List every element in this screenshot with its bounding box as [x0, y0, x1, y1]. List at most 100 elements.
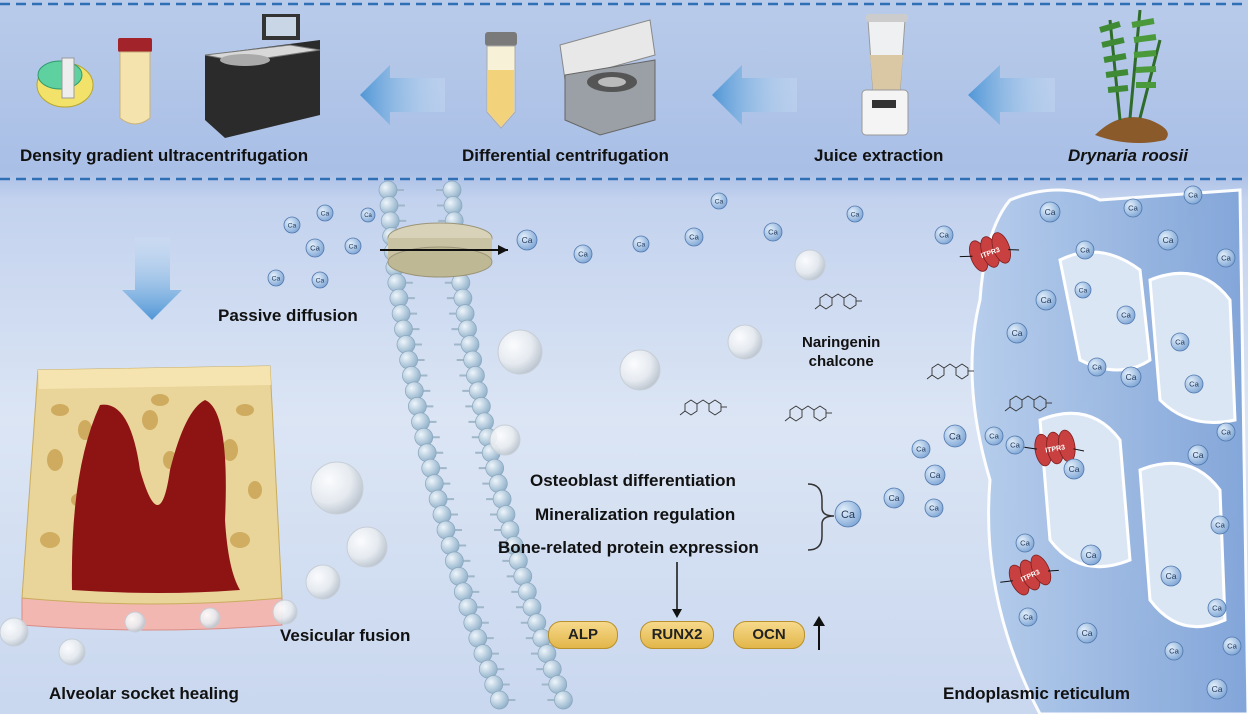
step-juice: Juice extraction — [814, 146, 944, 165]
svg-text:Ca: Ca — [637, 241, 646, 248]
calcium-ion: Ca — [1206, 678, 1228, 700]
naringenin-molecules — [679, 293, 1052, 422]
calcium-ion: Ca — [1063, 458, 1085, 480]
lipid-head — [408, 397, 427, 416]
lipid-head — [466, 366, 485, 385]
er-label: Endoplasmic reticulum — [943, 684, 1131, 703]
svg-text:Ca: Ca — [1010, 441, 1021, 450]
svg-text:Ca: Ca — [321, 210, 330, 217]
calcium-ion: Ca — [1216, 422, 1236, 442]
arrow-down — [122, 237, 182, 320]
calcium-ion: Ca — [360, 207, 376, 223]
svg-text:Ca: Ca — [1020, 539, 1031, 548]
alveolar-socket — [21, 365, 283, 631]
vesicle-group — [0, 249, 826, 666]
svg-text:Ca: Ca — [288, 222, 297, 229]
calcium-ion: Ca — [1120, 366, 1142, 388]
svg-text:Ca: Ca — [1012, 328, 1023, 338]
lipid-head — [391, 304, 411, 323]
vesicle — [199, 607, 221, 629]
calcium-ion: Ca — [1207, 598, 1227, 618]
centrifuge-icon — [559, 19, 656, 136]
lipid-head — [387, 273, 407, 293]
calcium-ion: Ca — [1157, 229, 1179, 251]
lipid-head — [404, 381, 424, 401]
vesicle — [497, 329, 543, 375]
calcium-ion: Ca — [684, 227, 704, 247]
lipid-head — [424, 474, 444, 493]
lipid-head — [453, 288, 473, 308]
step-differential: Differential centrifugation — [462, 146, 669, 165]
calcium-ion: Ca — [1170, 332, 1190, 352]
calcium-ion: Ca — [1087, 357, 1107, 377]
lipid-head — [468, 381, 488, 401]
lipid-head — [421, 458, 441, 478]
lipid-head — [417, 443, 437, 463]
lipid-head — [460, 335, 480, 354]
calcium-ion: Ca — [1018, 607, 1038, 627]
vesicle — [310, 461, 364, 515]
lipid-head — [440, 536, 460, 555]
calcium-ion: Ca — [311, 271, 329, 289]
svg-text:Ca: Ca — [1045, 207, 1056, 217]
svg-text:Ca: Ca — [522, 235, 533, 245]
effect-mineralization: Mineralization regulation — [535, 505, 736, 524]
lipid-head — [389, 288, 409, 308]
effects-brace — [807, 483, 835, 551]
svg-text:Ca: Ca — [1169, 647, 1180, 656]
svg-text:Ca: Ca — [1227, 642, 1238, 651]
svg-text:Ca: Ca — [1126, 372, 1137, 382]
svg-text:Ca: Ca — [1163, 235, 1174, 245]
svg-text:Ca: Ca — [1212, 604, 1223, 613]
svg-text:Ca: Ca — [1193, 450, 1204, 460]
calcium-ion: Ca — [305, 238, 325, 258]
vesicle — [346, 526, 388, 568]
svg-text:Ca: Ca — [841, 509, 856, 521]
marker-runx2: RUNX2 — [640, 621, 714, 649]
calcium-ion: Ca — [1015, 533, 1035, 553]
vesicle — [124, 611, 146, 633]
lipid-head — [402, 366, 421, 385]
calcium-ion: Ca — [934, 225, 954, 245]
arrow-1 — [968, 65, 1055, 125]
itpr3-receptor: ITPR3 — [959, 232, 1020, 272]
lipid-head — [396, 335, 416, 354]
lipid-head — [445, 551, 464, 571]
marker-alp: ALP — [548, 621, 618, 649]
filter-icon — [36, 57, 94, 108]
calcium-ion: Ca — [883, 487, 905, 509]
svg-text:Ca: Ca — [1121, 311, 1132, 320]
lipid-head — [414, 427, 434, 447]
lipid-head — [458, 319, 477, 339]
calcium-ion: Ca — [1039, 201, 1061, 223]
calcium-ion: Ca — [1074, 281, 1092, 299]
lipid-head — [436, 520, 456, 540]
arrow-3 — [360, 65, 445, 125]
plant-icon — [1095, 9, 1168, 144]
calcium-ion: Ca — [1187, 444, 1209, 466]
calcium-ion: Ca — [1116, 305, 1136, 325]
lipid-head — [490, 690, 509, 710]
calcium-ion: Ca — [763, 222, 783, 242]
lipid-head — [492, 489, 512, 509]
lipid-bilayer — [378, 180, 573, 710]
svg-text:Ca: Ca — [889, 493, 900, 503]
svg-text:Ca: Ca — [1166, 571, 1177, 581]
lipid-head — [500, 520, 520, 540]
marker-ocn: OCN — [733, 621, 805, 649]
vial-icon — [118, 38, 152, 125]
svg-text:Ca: Ca — [364, 213, 372, 219]
step-density: Density gradient ultracentrifugation — [20, 146, 309, 165]
svg-text:Ca: Ca — [989, 432, 1000, 441]
vesicle — [272, 599, 298, 625]
effect-protein: Bone-related protein expression — [498, 538, 759, 557]
calcium-ion: Ca — [573, 244, 593, 264]
svg-text:Ca: Ca — [272, 275, 281, 282]
vesicle — [58, 638, 86, 666]
molecule-structure — [784, 405, 832, 422]
calcium-ion: Ca — [1006, 322, 1028, 344]
calcium-ion: Ca — [710, 192, 728, 210]
